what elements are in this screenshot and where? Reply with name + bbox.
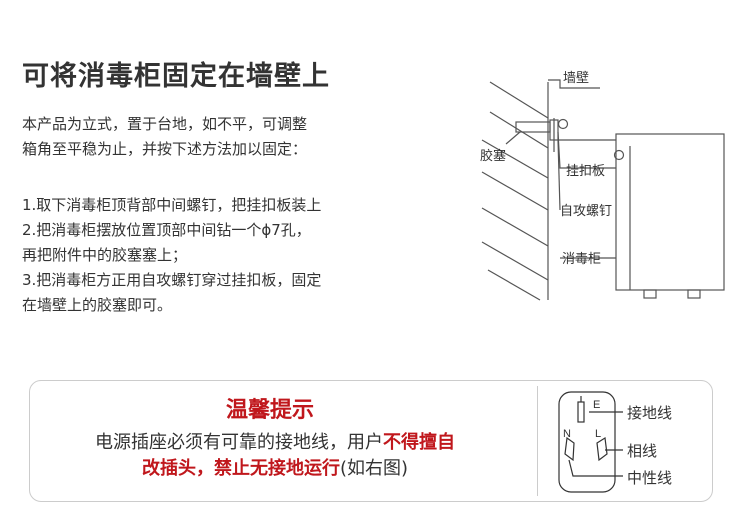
- cabinet-body: [615, 133, 725, 291]
- page-title: 可将消毒柜固定在墙壁上: [22, 61, 330, 92]
- live-wire-label: 相线: [627, 443, 657, 460]
- live-letter: L: [595, 428, 601, 440]
- tip-text: (如右图): [339, 458, 409, 479]
- step-line: 3.把消毒柜方正用自攻螺钉穿过挂扣板，固定: [22, 271, 322, 289]
- socket-outline: [558, 391, 616, 493]
- tip-title: 温馨提示: [225, 398, 314, 423]
- tip-line-2: 改插头，禁止无接地运行(如右图): [0, 454, 550, 480]
- earth-letter: E: [593, 399, 600, 411]
- tip-warning: 改插头，禁止无接地运行: [141, 458, 340, 479]
- earth-pin: [577, 401, 585, 423]
- neutral-pin: [564, 436, 575, 462]
- mounting-diagram: 墙壁 胶塞 挂扣板 自攻螺钉 消毒柜: [480, 71, 725, 301]
- screw-label: 自攻螺钉: [560, 204, 612, 219]
- tip-warning: 不得擅自: [383, 432, 455, 453]
- tip-box: [29, 380, 713, 502]
- tip-line-1: 电源插座必须有可靠的接地线，用户不得擅自: [0, 428, 550, 454]
- plug-label: 胶塞: [480, 148, 506, 164]
- plug-shape: [515, 121, 551, 133]
- live-pin: [596, 436, 608, 462]
- wall-label: 墙壁: [563, 71, 589, 86]
- intro-line: 本产品为立式，置于台地，如不平，可调整: [22, 115, 308, 133]
- intro-line: 箱角至平稳为止，并按下述方法加以固定：: [22, 140, 308, 158]
- cabinet-label: 消毒柜: [562, 252, 601, 267]
- socket-diagram: E N L 接地线 相线 中性线: [558, 391, 672, 493]
- neutral-letter: N: [563, 428, 571, 440]
- step-line: 2.把消毒柜摆放位置顶部中间钻一个ϕ7孔，: [22, 221, 311, 239]
- steps-list: 1.取下消毒柜顶背部中间螺钉，把挂扣板装上 2.把消毒柜摆放位置顶部中间钻一个ϕ…: [22, 193, 321, 318]
- tip-text: 电源插座必须有可靠的接地线，用户: [95, 432, 383, 453]
- bracket-label: 挂扣板: [566, 164, 605, 179]
- neutral-wire-label: 中性线: [627, 470, 672, 487]
- screw-head: [557, 118, 569, 130]
- step-line: 再把附件中的胶塞塞上；: [22, 246, 188, 264]
- neutral-leader: [568, 459, 623, 477]
- step-line: 在墙壁上的胶塞即可。: [22, 296, 173, 314]
- step-line: 1.取下消毒柜顶背部中间螺钉，把挂扣板装上: [22, 196, 322, 214]
- earth-wire-label: 接地线: [627, 405, 672, 422]
- intro-text: 本产品为立式，置于台地，如不平，可调整 箱角至平稳为止，并按下述方法加以固定：: [22, 112, 307, 162]
- divider: [537, 386, 538, 496]
